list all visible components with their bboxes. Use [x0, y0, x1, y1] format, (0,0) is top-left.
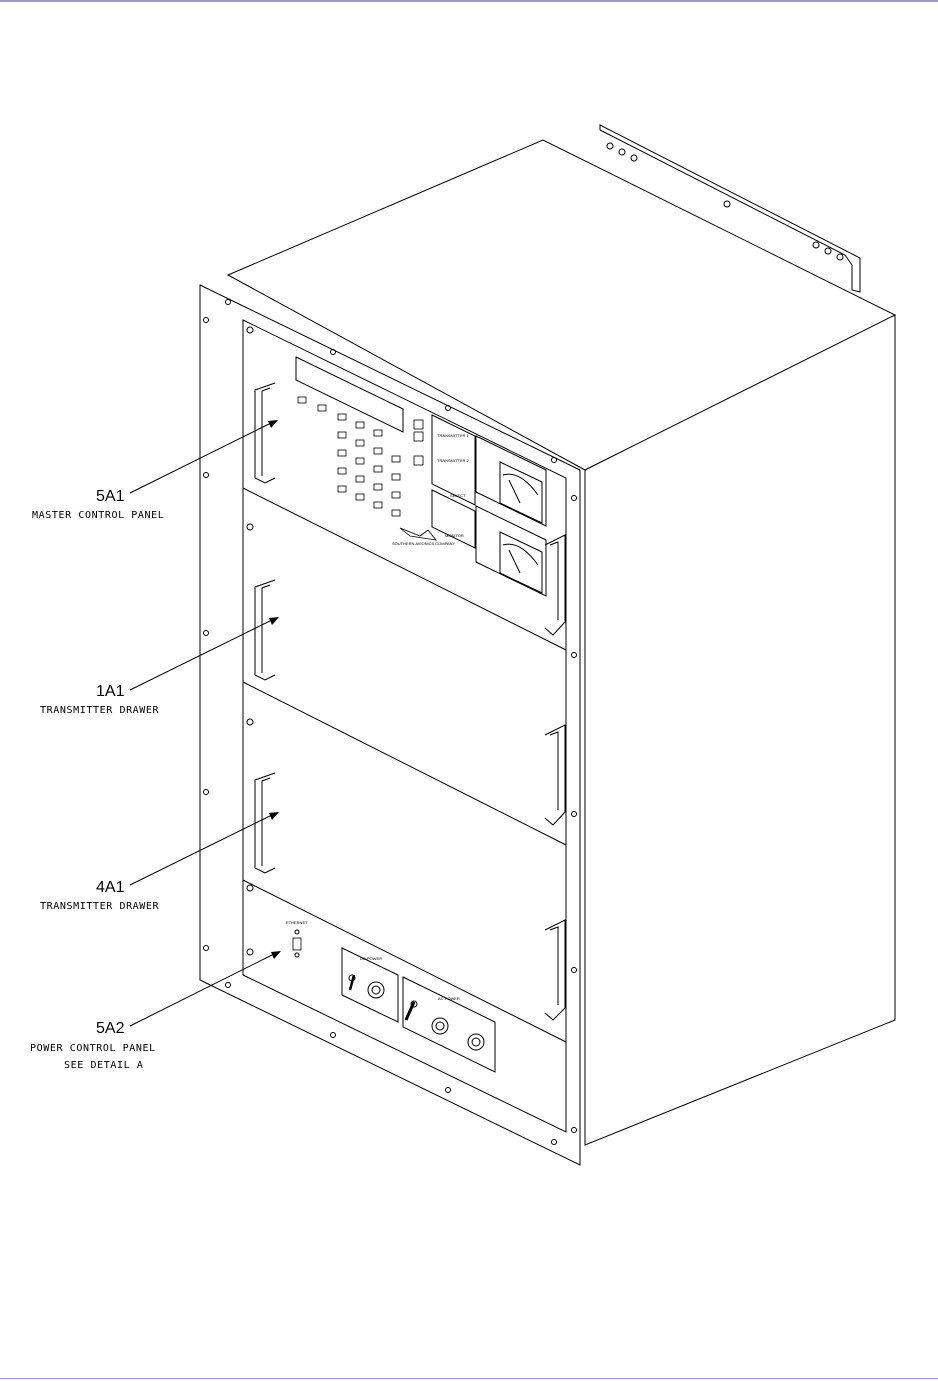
- bottom-rule: [0, 1378, 938, 1379]
- label-dc-power: DC POWER: [360, 956, 382, 961]
- label-transmitter-1: TRANSMITTER 1: [437, 433, 470, 438]
- label-monitor: MONITOR: [445, 533, 464, 538]
- callout-4a1-id: 4A1: [96, 879, 125, 896]
- label-transmitter-2: TRANSMITTER 2: [437, 458, 470, 463]
- callout-1a1-id: 1A1: [96, 683, 125, 700]
- label-select: SELECT: [450, 493, 466, 498]
- callout-5a2-desc2: SEE DETAIL A: [64, 1060, 143, 1071]
- callout-5a1-id: 5A1: [96, 488, 125, 505]
- label-ac-power: AC POWER: [438, 996, 460, 1001]
- callout-1a1-desc: TRANSMITTER DRAWER: [40, 705, 160, 716]
- callout-5a2-desc: POWER CONTROL PANEL: [30, 1043, 156, 1054]
- callout-5a1-desc: MASTER CONTROL PANEL: [32, 510, 164, 521]
- label-ethernet: ETHERNET: [286, 920, 308, 925]
- callout-5a2-id: 5A2: [96, 1020, 125, 1037]
- callout-4a1-desc: TRANSMITTER DRAWER: [40, 901, 160, 912]
- label-company: SOUTHERN AVIONICS COMPANY: [392, 541, 456, 546]
